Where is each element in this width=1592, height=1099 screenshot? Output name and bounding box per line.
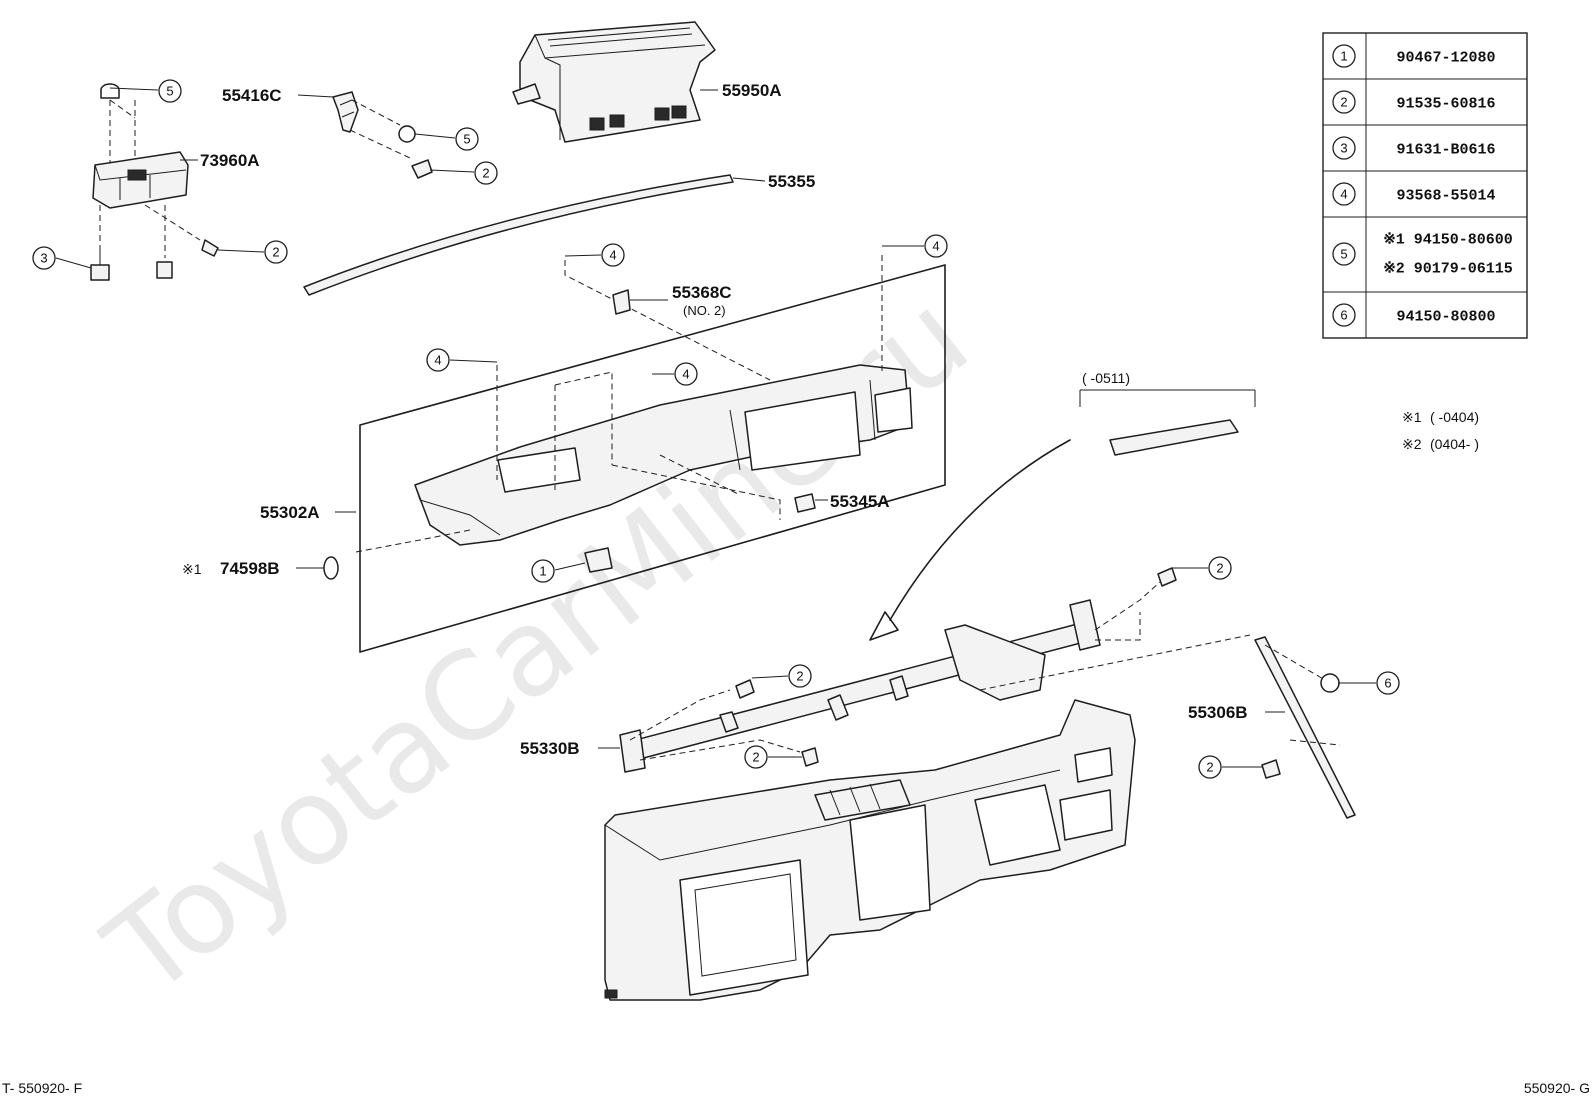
fastener-legend-table: 1 90467-12080 2 91535-60816 3 91631-B061… [1322,32,1528,339]
callout-4: 4 [426,348,450,372]
legend-row-4: 4 93568-55014 [1332,182,1496,206]
label-74598B: 74598B [220,559,280,578]
svg-text:6: 6 [1340,308,1347,323]
variant-range-bracket [869,389,1256,641]
part-55330B-drawing [619,567,1251,773]
callout-5: 5 [455,127,479,151]
legend-part-number: 93568-55014 [1396,188,1495,205]
callout-2: 2 [474,161,498,185]
part-55950A-drawing [512,21,716,143]
svg-text:2: 2 [796,669,803,684]
legend-part-number: 90467-12080 [1396,50,1495,67]
label-55330B: 55330B [520,739,580,758]
callout-2: 2 [1208,556,1232,580]
variant-note-1: ( -0404) [1430,409,1479,425]
footer-code-right: 550920- G [1524,1080,1590,1096]
footer-code-left: T- 550920- F [2,1080,82,1096]
callout-1: 1 [531,559,555,583]
variant-note-2-mark: ※2 [1402,436,1422,452]
part-73960A-drawing [90,83,219,281]
svg-text:2: 2 [1340,95,1347,110]
variant-note-2: (0404- ) [1430,436,1479,452]
part-55416C-drawing [332,91,433,179]
legend-part-number: 91631-B0616 [1396,142,1495,159]
svg-text:4: 4 [932,239,939,254]
legend-row-5: 5 ※1 94150-80600 ※2 90179-06115 [1332,232,1513,278]
label-55345A: 55345A [830,492,890,511]
svg-text:5: 5 [463,132,470,147]
callout-6: 6 [1376,671,1400,695]
svg-text:2: 2 [1206,760,1213,775]
label-55368C-note: (NO. 2) [683,303,726,318]
legend-part-number: ※1 94150-80600 [1383,232,1513,249]
legend-row-1: 1 90467-12080 [1332,44,1496,68]
label-55416C: 55416C [222,86,282,105]
legend-part-number: 94150-80800 [1396,309,1495,326]
legend-row-3: 3 91631-B0616 [1332,136,1496,160]
legend-part-number: ※2 90179-06115 [1383,261,1513,278]
variant-range-label: ( -0511) [1082,370,1130,386]
svg-text:1: 1 [1340,49,1347,64]
callout-3: 3 [32,246,56,270]
label-55306B: 55306B [1188,703,1248,722]
part-55306B-drawing [1254,636,1356,819]
svg-text:2: 2 [1216,561,1223,576]
svg-text:4: 4 [682,367,689,382]
variant-notes: ( -0511) ※1 ( -0404) ※2 (0404- ) [1082,370,1479,452]
leader-lines [55,87,1376,768]
callout-2: 2 [788,664,812,688]
svg-text:2: 2 [752,750,759,765]
svg-text:4: 4 [609,248,616,263]
label-74598B-mark: ※1 [182,561,202,577]
variant-note-1-mark: ※1 [1402,409,1422,425]
label-73960A: 73960A [200,151,260,170]
callout-2: 2 [744,745,768,769]
instrument-panel-drawing [604,699,1136,1001]
svg-text:3: 3 [40,251,47,266]
callout-4: 4 [924,234,948,258]
callout-5: 5 [158,79,182,103]
legend-row-6: 6 94150-80800 [1332,303,1496,327]
svg-text:5: 5 [1340,247,1347,262]
callout-4: 4 [674,362,698,386]
svg-text:1: 1 [539,564,546,579]
label-55302A: 55302A [260,503,320,522]
callout-4: 4 [601,243,625,267]
svg-text:2: 2 [272,245,279,260]
svg-text:2: 2 [482,166,489,181]
svg-text:3: 3 [1340,141,1347,156]
callout-circles: 5 5 2 3 2 4 4 4 4 1 2 2 2 6 2 [32,79,1400,779]
svg-text:5: 5 [166,84,173,99]
part-55355-drawing [303,174,734,296]
label-55950A: 55950A [722,81,782,100]
svg-text:4: 4 [1340,187,1347,202]
part-55302A-drawing [323,255,946,653]
label-55368C: 55368C [672,283,732,302]
legend-part-number: 91535-60816 [1396,96,1495,113]
label-55355: 55355 [768,172,815,191]
legend-row-2: 2 91535-60816 [1332,90,1496,114]
svg-text:6: 6 [1384,676,1391,691]
callout-2: 2 [1198,755,1222,779]
svg-text:4: 4 [434,353,441,368]
callout-2: 2 [264,240,288,264]
part-number-labels: 55416C 55950A 73960A 55355 55368C (NO. 2… [182,81,1248,758]
